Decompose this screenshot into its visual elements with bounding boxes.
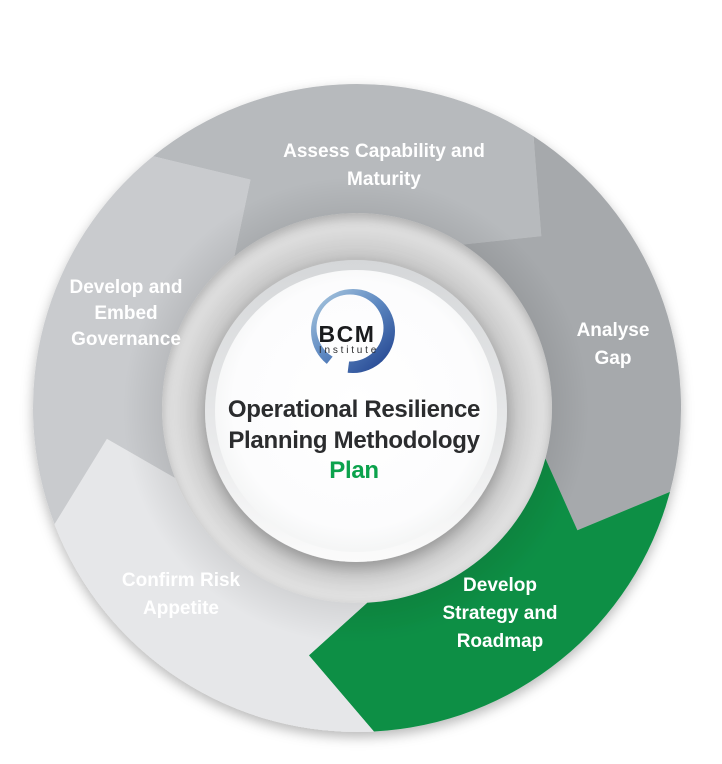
segment-label: Governance (71, 329, 181, 350)
segment-labels: Assess Capability and Maturity Analyse G… (70, 141, 650, 652)
segment-label: Analyse (577, 320, 650, 341)
diagram-title-line2: Planning Methodology (228, 427, 480, 454)
segment-label: Assess Capability and (283, 141, 485, 162)
segment-label: Maturity (347, 169, 421, 190)
segment-label: Appetite (143, 598, 219, 619)
phase-label: Plan (329, 457, 378, 484)
segment-label: Embed (94, 303, 157, 324)
segment-label: Roadmap (457, 631, 544, 652)
segment-label: Develop (463, 575, 537, 596)
segment-label: Develop and (70, 277, 183, 298)
segment-label: Confirm Risk (122, 570, 241, 591)
bcm-institute-logo: BCM Institute (311, 289, 395, 373)
center-disc-face (215, 270, 497, 552)
logo-text: BCM (319, 321, 376, 347)
segment-label: Strategy and (442, 603, 557, 624)
logo-crescent-icon (311, 289, 395, 373)
center-disc: BCM Institute Operational Resilience Pla… (205, 260, 507, 562)
diagram-title-line1: Operational Resilience (228, 396, 480, 423)
logo-subtext: Institute (319, 345, 379, 356)
segment-label: Gap (595, 348, 632, 369)
